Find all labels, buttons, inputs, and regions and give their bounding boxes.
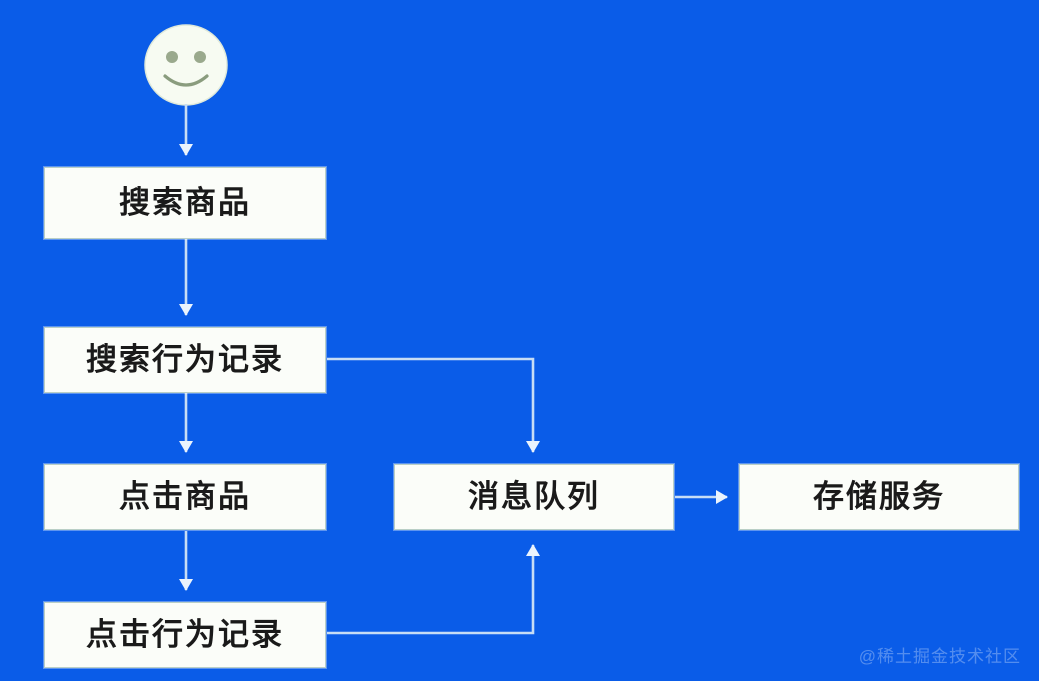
node-search-product[interactable]: 搜索商品 bbox=[44, 167, 326, 239]
node-label: 存储服务 bbox=[813, 478, 945, 514]
node-click-product[interactable]: 点击商品 bbox=[44, 464, 326, 530]
edge-click-log-to-message-queue bbox=[327, 544, 540, 635]
node-label: 搜索商品 bbox=[119, 184, 251, 220]
node-click-log[interactable]: 点击行为记录 bbox=[44, 602, 326, 668]
watermark: @稀土掘金技术社区 bbox=[858, 647, 1021, 666]
node-storage-service[interactable]: 存储服务 bbox=[739, 464, 1019, 530]
node-label: 搜索行为记录 bbox=[86, 341, 284, 377]
node-label: 点击行为记录 bbox=[86, 616, 284, 652]
node-label: 消息队列 bbox=[468, 478, 600, 514]
edge-search-log-to-message-queue bbox=[327, 357, 540, 453]
node-label: 点击商品 bbox=[119, 478, 251, 514]
node-message-queue[interactable]: 消息队列 bbox=[394, 464, 674, 530]
smiley-face-icon bbox=[144, 24, 228, 106]
node-search-log[interactable]: 搜索行为记录 bbox=[44, 327, 326, 393]
